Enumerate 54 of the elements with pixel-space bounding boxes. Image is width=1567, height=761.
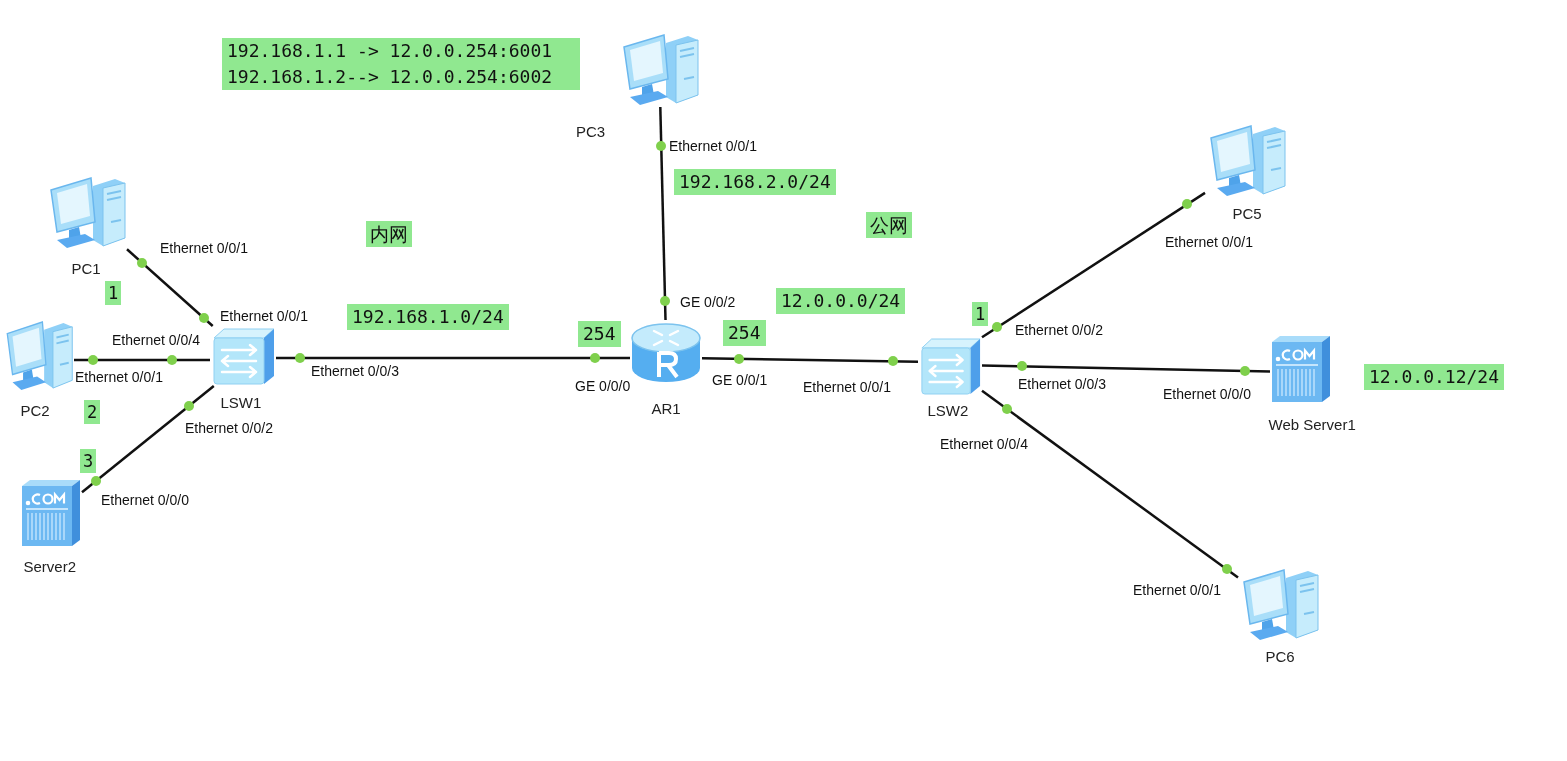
device-label: Web Server1: [1268, 416, 1356, 433]
device-label: PC2: [20, 402, 50, 419]
device-label: Server2: [23, 558, 77, 575]
callout-number: 1: [105, 281, 122, 305]
address-mapping-label: 192.168.1.2--> 12.0.0.254:6002: [222, 64, 580, 90]
zone-label: 内网: [366, 221, 412, 247]
port-label: Ethernet 0/0/1: [75, 369, 163, 385]
port-label: Ethernet 0/0/1: [1165, 234, 1253, 250]
device-label: PC3: [576, 123, 606, 140]
port-label: Ethernet 0/0/1: [160, 240, 248, 256]
port-label: Ethernet 0/0/0: [1163, 386, 1251, 402]
address-label: 12.0.0.12/24: [1364, 364, 1505, 390]
device-label: PC6: [1265, 648, 1295, 665]
subnet-label: 192.168.1.0/24: [347, 304, 509, 330]
server-icon: [20, 478, 82, 548]
port-label: Ethernet 0/0/3: [311, 363, 399, 379]
device-label: AR1: [651, 400, 681, 417]
subnet-label: 192.168.2.0/24: [674, 169, 836, 195]
port-label: Ethernet 0/0/2: [185, 420, 273, 436]
port-label: Ethernet 0/0/1: [1133, 582, 1221, 598]
cable-line: [701, 356, 919, 364]
port-label: GE 0/0/0: [575, 378, 631, 394]
callout-number: 2: [84, 400, 101, 424]
port-label: Ethernet 0/0/4: [940, 436, 1028, 452]
cable-line: [276, 356, 630, 360]
callout-number: 3: [80, 449, 97, 473]
port-label: Ethernet 0/0/1: [803, 379, 891, 395]
port-label: Ethernet 0/0/4: [112, 332, 200, 348]
server-icon: [1270, 334, 1332, 404]
address-label: 254: [723, 320, 766, 346]
cable-line: [74, 358, 210, 362]
device-label: PC5: [1232, 205, 1262, 222]
port-label: Ethernet 0/0/0: [101, 492, 189, 508]
device-label: LSW2: [927, 402, 969, 419]
cable-line: [981, 389, 1239, 579]
cable-line: [981, 364, 1271, 373]
port-label: Ethernet 0/0/1: [669, 138, 757, 154]
port-label: GE 0/0/2: [680, 294, 736, 310]
port-label: Ethernet 0/0/3: [1018, 376, 1106, 392]
port-label: GE 0/0/1: [712, 372, 768, 388]
port-label: Ethernet 0/0/1: [220, 308, 308, 324]
address-mapping-label: 192.168.1.1 -> 12.0.0.254:6001: [222, 38, 580, 64]
cable-line: [126, 248, 214, 327]
callout-number: 1: [972, 302, 989, 326]
device-label: PC1: [71, 260, 101, 277]
switch-icon: [210, 326, 276, 386]
subnet-label: 12.0.0.0/24: [776, 288, 906, 314]
device-label: LSW1: [220, 394, 262, 411]
address-label: 254: [578, 321, 621, 347]
cable-line: [659, 106, 667, 321]
zone-label: 公网: [866, 212, 912, 238]
port-label: Ethernet 0/0/2: [1015, 322, 1103, 338]
switch-icon: [918, 336, 982, 396]
cable-line: [981, 191, 1206, 339]
